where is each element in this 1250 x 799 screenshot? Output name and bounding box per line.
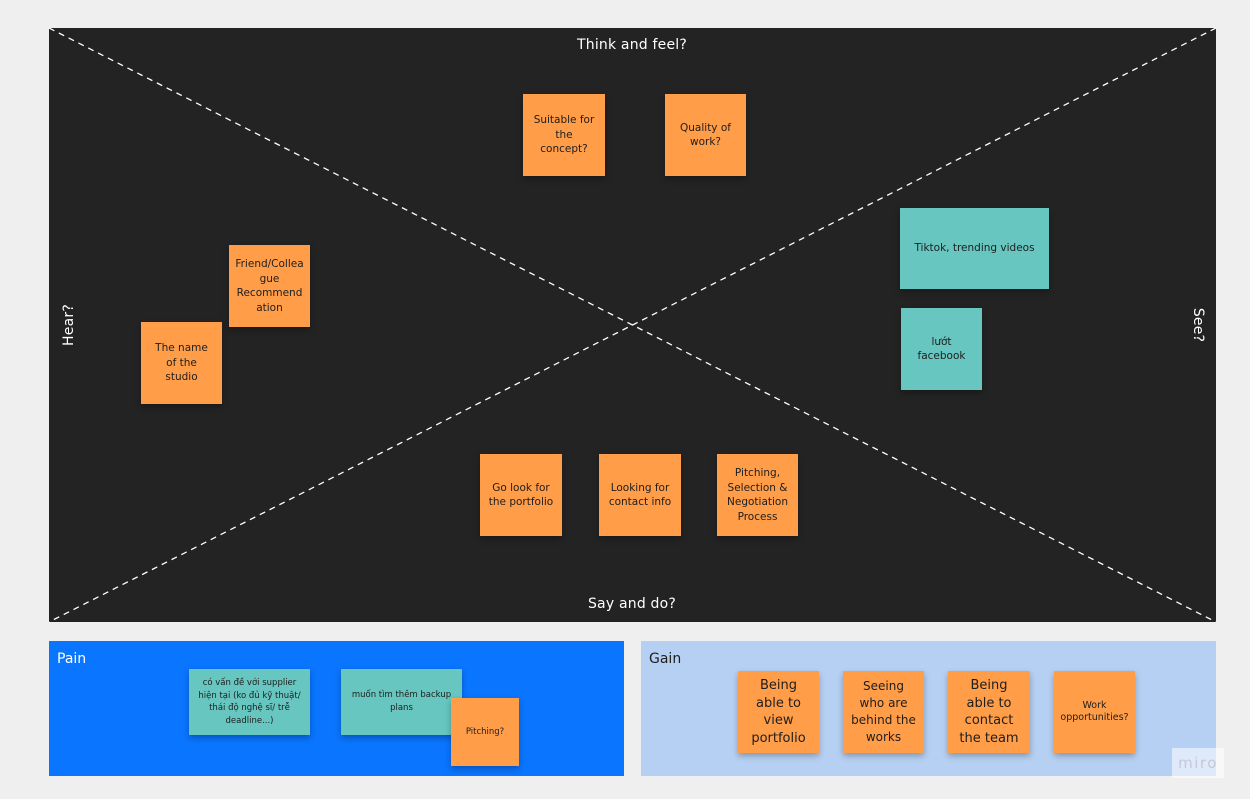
sticky-note-pitching[interactable]: Pitching? bbox=[451, 698, 519, 766]
sticky-note-portfolio[interactable]: Go look for the portfolio bbox=[480, 454, 562, 536]
gain-panel: Gain Being able to view portfolio Seeing… bbox=[641, 641, 1216, 776]
sticky-note-suitable-concept[interactable]: Suitable for the concept? bbox=[523, 94, 605, 176]
sticky-note-facebook[interactable]: lướt facebook bbox=[901, 308, 982, 390]
sticky-note-quality-of-work[interactable]: Quality of work? bbox=[665, 94, 746, 176]
diagonal-dividers bbox=[49, 28, 1216, 622]
sticky-note-contact-info[interactable]: Looking for contact info bbox=[599, 454, 681, 536]
sticky-note-work-opportunities[interactable]: Work opportunities? bbox=[1054, 671, 1135, 753]
miro-watermark-logo: miro bbox=[1172, 748, 1224, 778]
hear-label: Hear? bbox=[61, 304, 77, 346]
sticky-note-friend-recommendation[interactable]: Friend/Collea gue Recommend ation bbox=[229, 245, 310, 327]
sticky-note-contact-team[interactable]: Being able to contact the team bbox=[948, 671, 1030, 753]
sticky-note-backup-plans[interactable]: muốn tìm thêm backup plans bbox=[341, 669, 462, 735]
sticky-note-behind-works[interactable]: Seeing who are behind the works bbox=[843, 671, 924, 753]
divider-line-tr-bl bbox=[49, 28, 1216, 622]
think-and-feel-label: Think and feel? bbox=[576, 37, 688, 53]
pain-title: Pain bbox=[57, 651, 87, 667]
sticky-note-studio-name[interactable]: The name of the studio bbox=[141, 322, 222, 404]
pain-panel: Pain có vấn đề với supplier hiện tại (ko… bbox=[49, 641, 624, 776]
see-label: See? bbox=[1190, 307, 1206, 343]
sticky-note-supplier-issue[interactable]: có vấn đề với supplier hiện tại (ko đủ k… bbox=[189, 669, 310, 735]
sticky-note-tiktok[interactable]: Tiktok, trending videos bbox=[900, 208, 1049, 289]
sticky-note-pitching-process[interactable]: Pitching, Selection & Negotiation Proces… bbox=[717, 454, 798, 536]
empathy-map-board: Think and feel? Say and do? Hear? See? S… bbox=[49, 28, 1216, 622]
say-and-do-label: Say and do? bbox=[587, 596, 677, 612]
gain-title: Gain bbox=[649, 651, 682, 667]
sticky-note-view-portfolio[interactable]: Being able to view portfolio bbox=[738, 671, 819, 753]
